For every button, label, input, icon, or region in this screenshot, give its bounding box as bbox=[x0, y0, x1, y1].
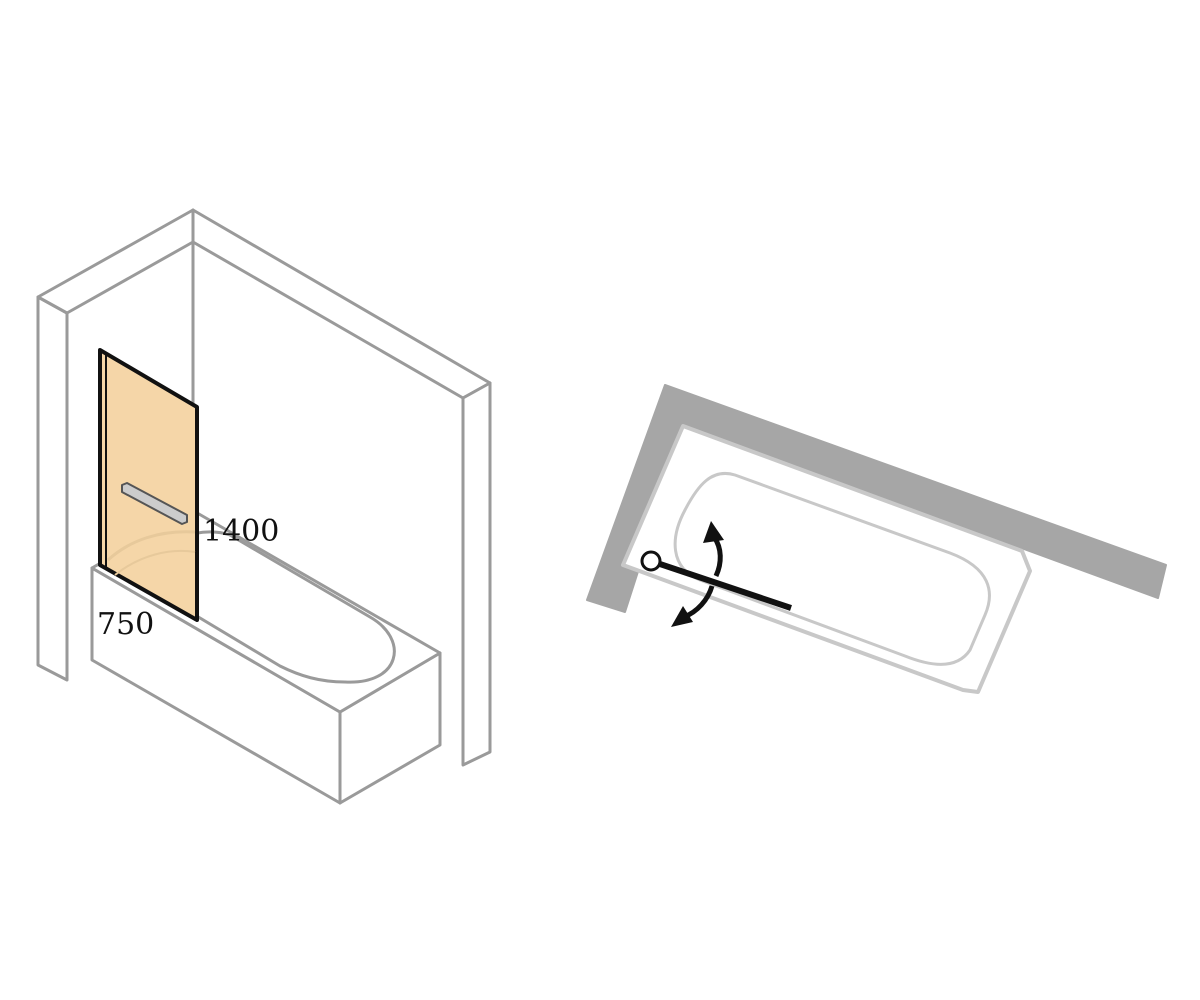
back-wall-top bbox=[191, 208, 492, 400]
plan-view bbox=[586, 384, 1167, 694]
pivot-hinge-icon bbox=[640, 550, 662, 572]
bath-screen-panel bbox=[98, 348, 199, 622]
plan-tub-basin bbox=[673, 472, 991, 666]
swing-arrow-up-head bbox=[703, 521, 724, 543]
towel-bar-icon bbox=[121, 482, 188, 525]
swing-arrow-down-head bbox=[671, 606, 693, 627]
width-dimension-label: 750 bbox=[97, 607, 154, 642]
screen-panel-plan bbox=[650, 558, 792, 611]
glass-panel bbox=[98, 348, 199, 622]
left-wall-front-face bbox=[36, 295, 69, 682]
left-wall-top bbox=[36, 208, 195, 315]
right-wall-end-face bbox=[461, 381, 492, 767]
tub-edge-through-glass-2 bbox=[114, 549, 196, 576]
tub-edge-through-glass bbox=[106, 530, 196, 562]
height-dimension-label: 1400 bbox=[203, 514, 279, 549]
